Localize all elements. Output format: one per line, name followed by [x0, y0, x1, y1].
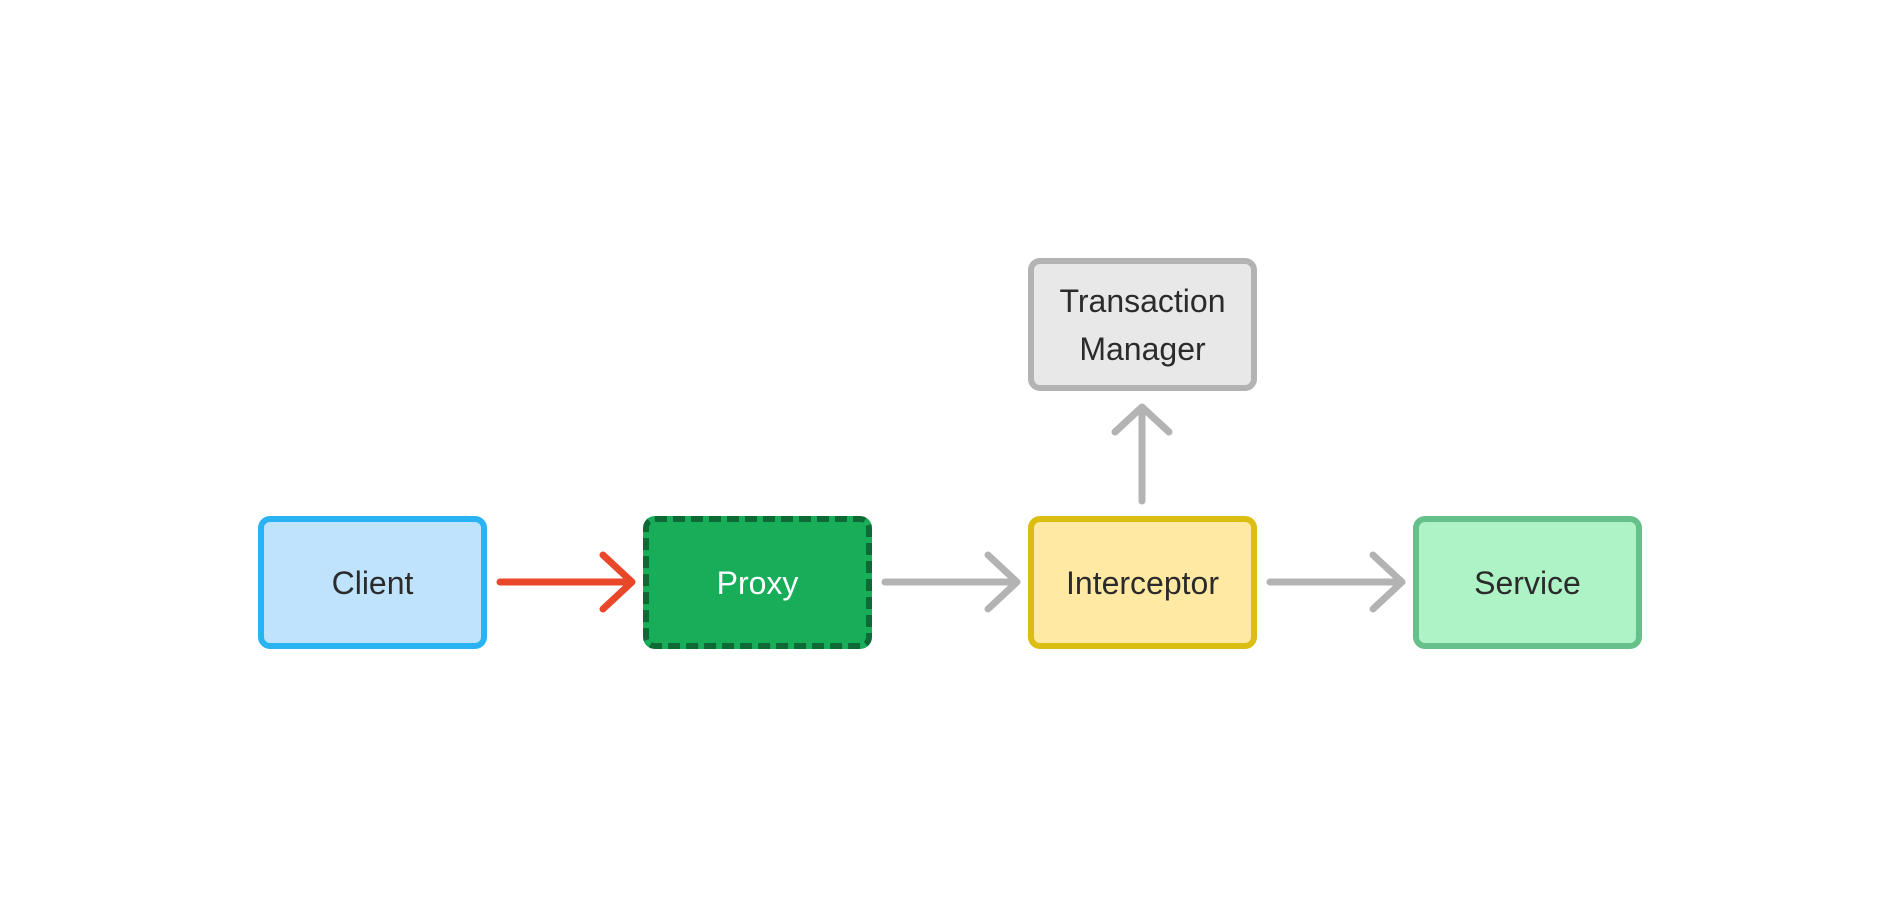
edge-client-to-proxy — [496, 551, 636, 613]
edge-proxy-to-interceptor — [881, 551, 1021, 613]
node-interceptor: Interceptor — [1028, 516, 1257, 649]
node-proxy-label: Proxy — [716, 564, 799, 601]
node-proxy: Proxy — [643, 516, 872, 649]
node-transaction-manager-label: Transaction Manager — [1059, 282, 1226, 367]
node-transaction-manager: Transaction Manager — [1028, 258, 1257, 391]
edge-interceptor-to-service — [1266, 551, 1406, 613]
node-interceptor-label: Interceptor — [1066, 564, 1219, 601]
edge-interceptor-to-transaction-manager — [1111, 403, 1173, 505]
node-client-label: Client — [331, 564, 414, 601]
node-service: Service — [1413, 516, 1642, 649]
node-client: Client — [258, 516, 487, 649]
node-service-label: Service — [1474, 564, 1581, 601]
